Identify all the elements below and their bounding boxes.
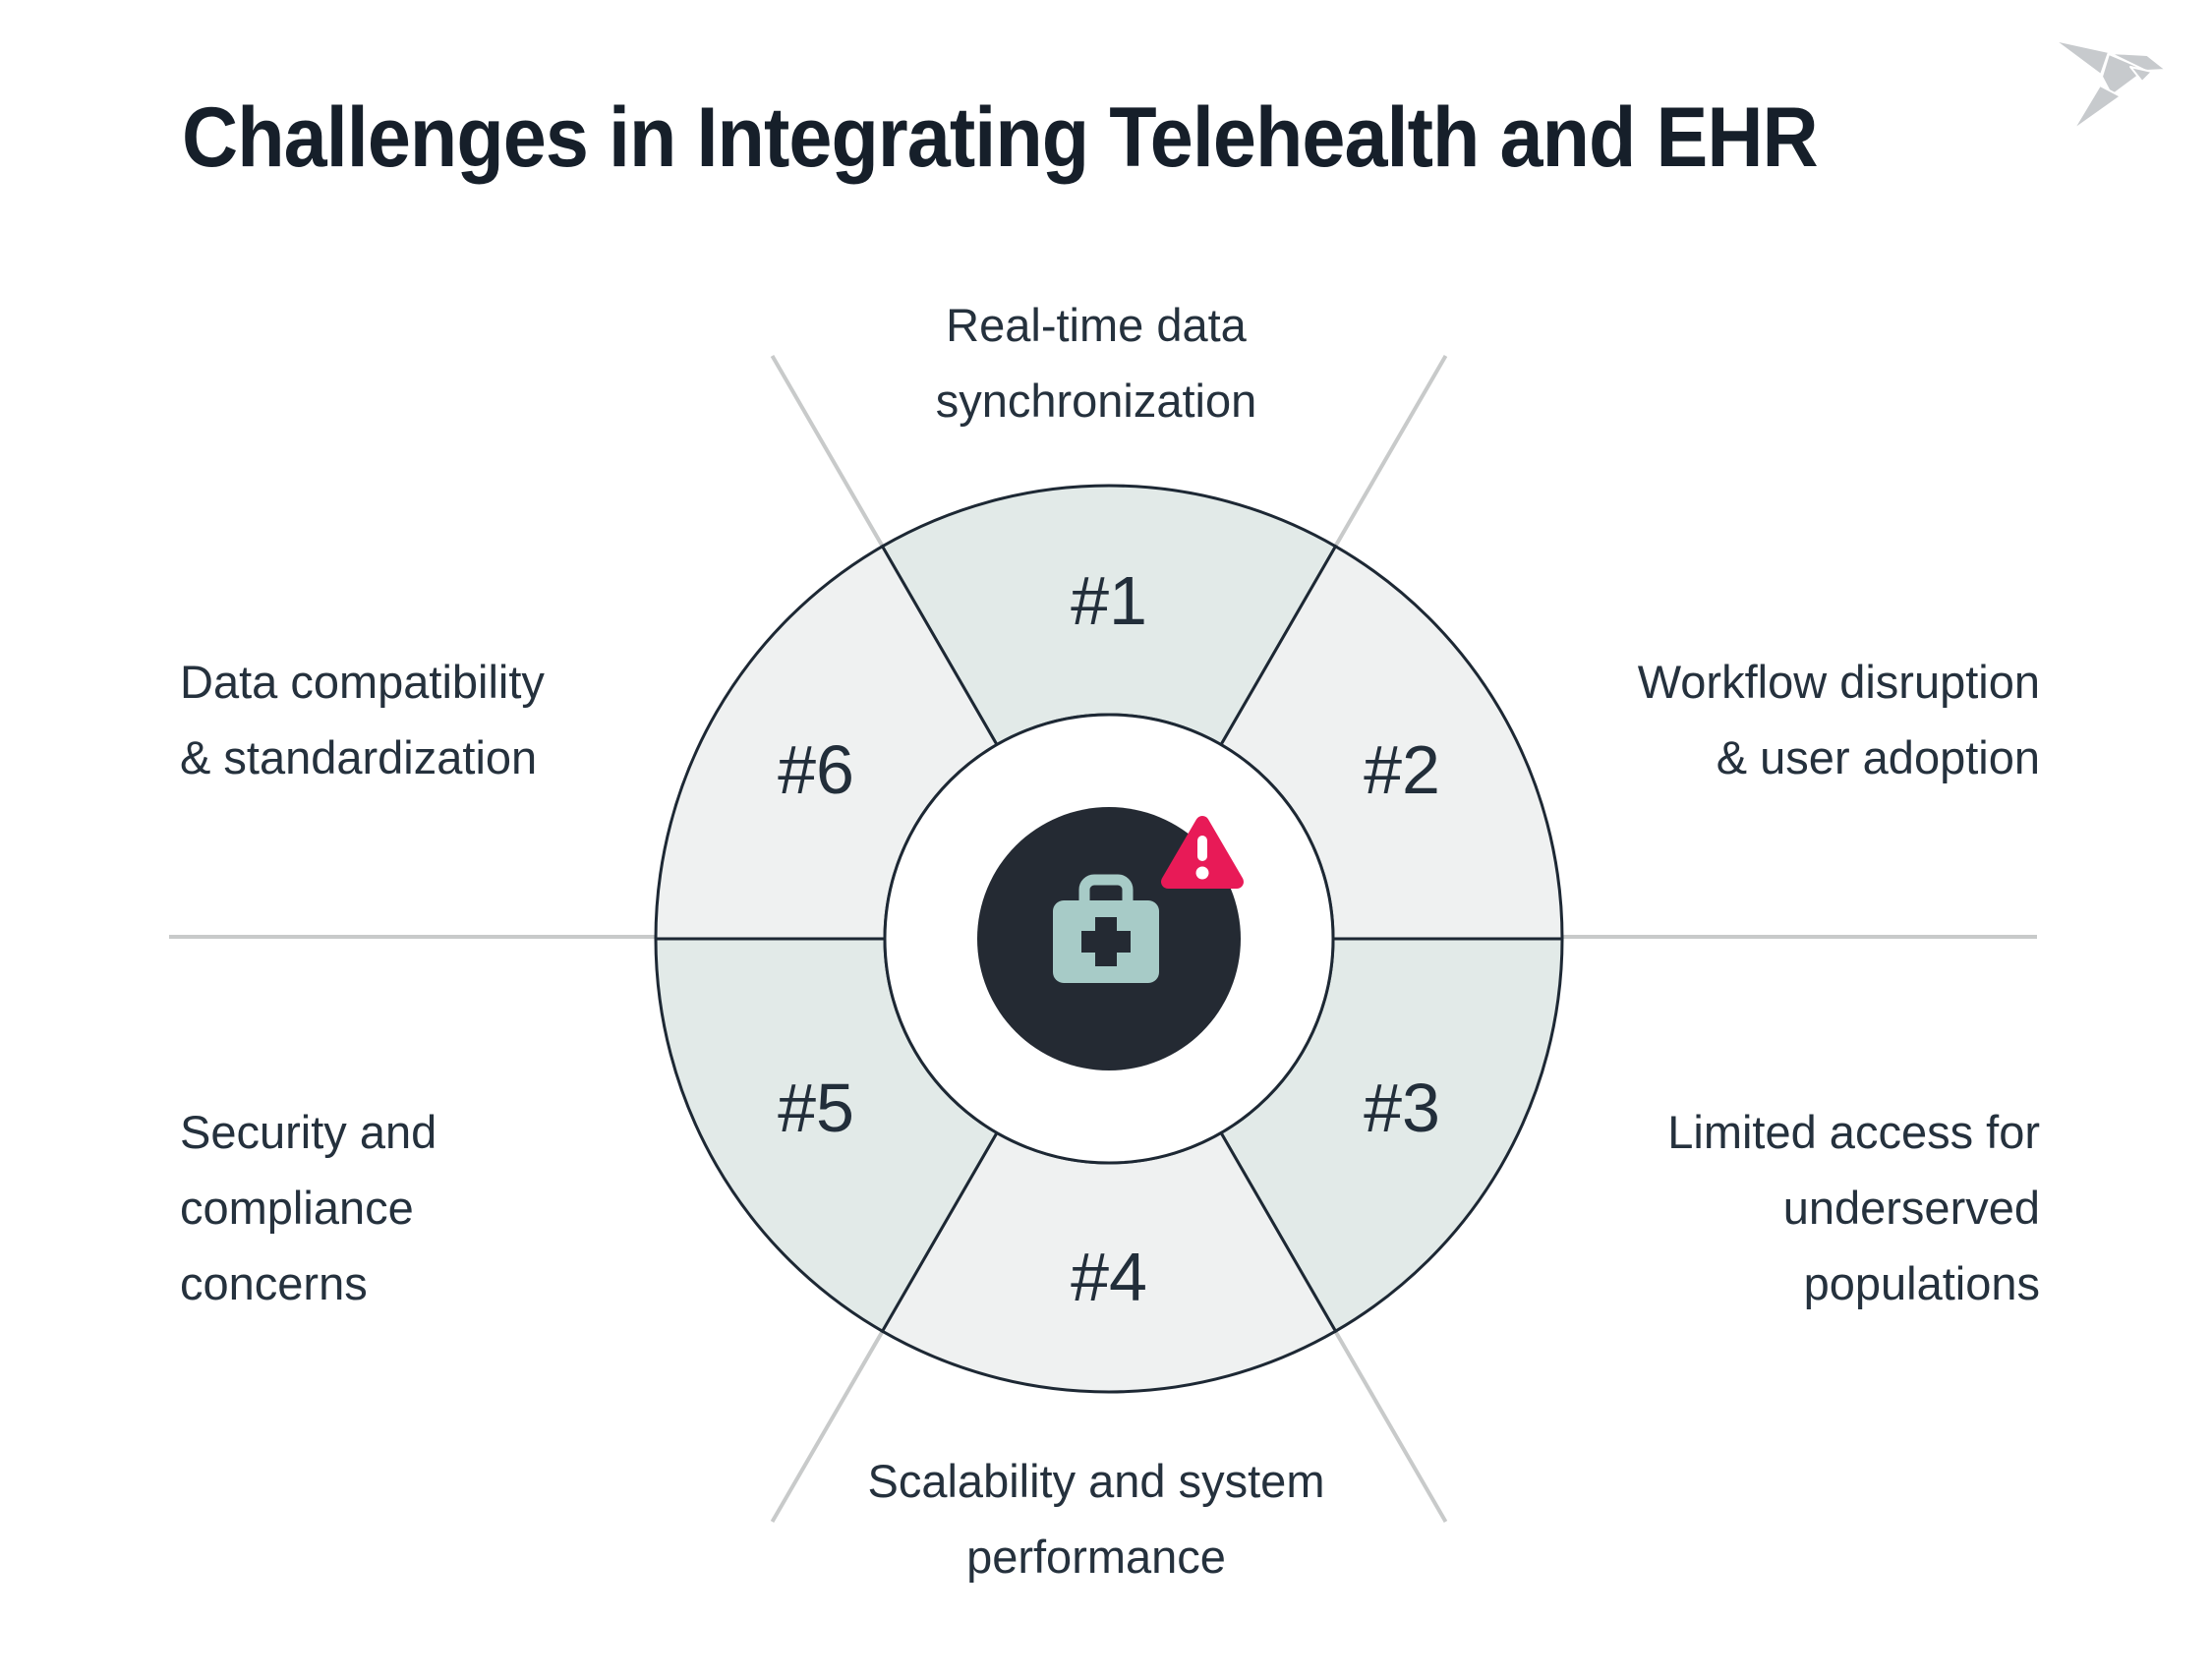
label-line: Real-time data (946, 299, 1247, 351)
label-segment-2: Workflow disruption & user adoption (1638, 644, 2040, 795)
bird-head (2109, 52, 2167, 72)
segment-number-5: #5 (778, 1070, 854, 1146)
wheel-segments (654, 484, 1564, 1394)
label-line: populations (1803, 1257, 2040, 1309)
label-segment-6: Data compatibility & standardization (180, 644, 545, 795)
label-line: Security and (180, 1106, 437, 1158)
label-segment-1: Real-time data synchronization (737, 287, 1455, 438)
label-line: & standardization (180, 731, 538, 783)
label-line: synchronization (935, 375, 1257, 427)
bird-neck (2129, 66, 2153, 83)
label-line: Data compatibility (180, 656, 545, 708)
label-segment-4: Scalability and system performance (737, 1443, 1455, 1594)
label-line: Scalability and system (867, 1455, 1325, 1507)
segment-number-4: #4 (1071, 1239, 1147, 1315)
label-line: Limited access for (1667, 1106, 2040, 1158)
label-line: & user adoption (1716, 731, 2040, 783)
page-title: Challenges in Integrating Telehealth and… (182, 90, 1819, 185)
bird-tail (2072, 85, 2122, 131)
diagonal-line-top-left (770, 354, 886, 550)
label-segment-5: Security and compliance concerns (180, 1094, 437, 1321)
segment-number-2: #2 (1364, 731, 1440, 808)
label-segment-3: Limited access for underserved populatio… (1667, 1094, 2040, 1321)
alert-exclamation-bar (1197, 836, 1207, 861)
label-line: underserved (1782, 1182, 2040, 1234)
label-line: concerns (180, 1257, 368, 1309)
center-icon-group (977, 807, 1244, 1070)
bird-wing (2054, 39, 2110, 76)
segment-number-1: #1 (1071, 562, 1147, 639)
diagonal-line-bottom-left (770, 1327, 886, 1524)
label-line: Workflow disruption (1637, 656, 2040, 708)
segment-number-3: #3 (1364, 1070, 1440, 1146)
label-line: compliance (180, 1182, 414, 1234)
origami-bird-icon (2054, 39, 2167, 131)
diagonal-line-bottom-right (1332, 1327, 1448, 1524)
segment-numbers: #1 #2 #3 #4 #5 #6 (778, 562, 1440, 1315)
diagonal-line-top-right (1332, 354, 1448, 550)
alert-triangle-icon (1161, 816, 1244, 889)
medical-kit-icon (1053, 874, 1159, 983)
label-line: performance (966, 1531, 1226, 1583)
segment-number-6: #6 (778, 731, 854, 808)
alert-exclamation-dot (1195, 866, 1209, 880)
